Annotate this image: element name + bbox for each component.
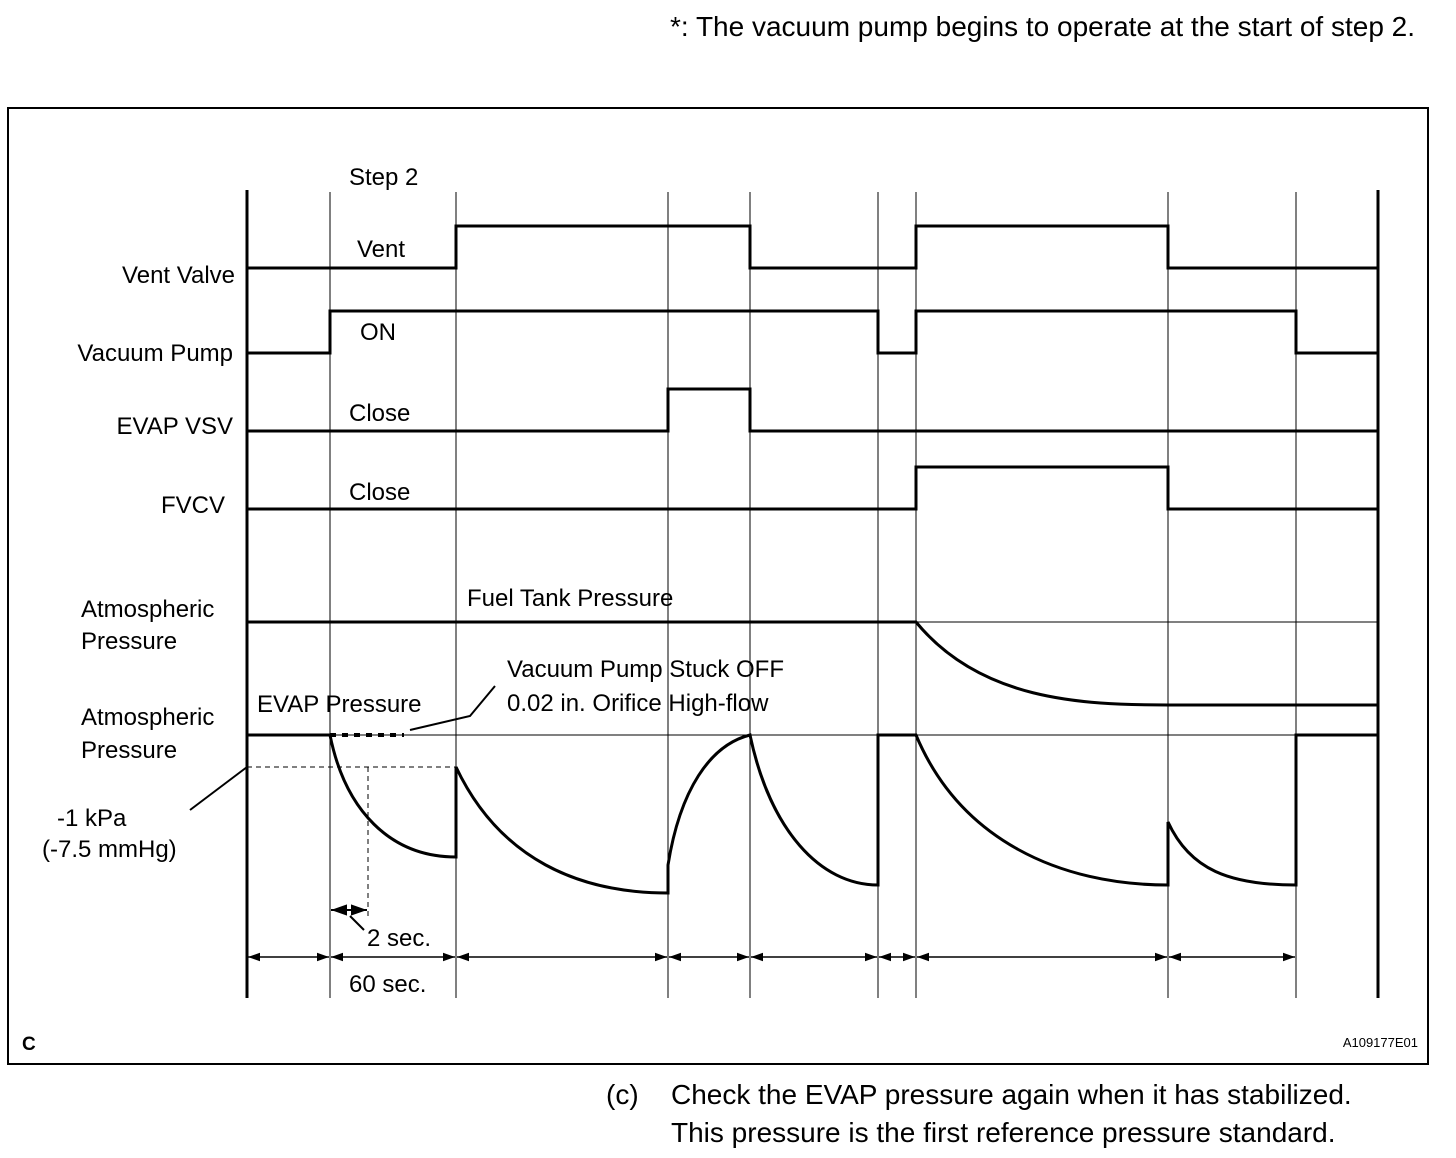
atmospheric-pressure-label-2b: Pressure <box>81 737 177 764</box>
on-annotation: ON <box>360 319 396 346</box>
vent-valve-signal <box>247 224 1378 270</box>
corner-label: C <box>22 1034 36 1055</box>
evap-vsv-label: EVAP VSV <box>116 413 233 440</box>
stuck-off-label-line2: 0.02 in. Orifice High-flow <box>507 690 769 717</box>
evap-pressure-label: EVAP Pressure <box>257 691 422 718</box>
sixty-sec-label: 60 sec. <box>349 971 426 998</box>
vacuum-pump-signal <box>247 309 1378 355</box>
fuel-tank-pressure-curve <box>247 620 1378 707</box>
fuel-tank-pressure-label: Fuel Tank Pressure <box>467 585 673 612</box>
fvcv-label: FVCV <box>161 492 225 519</box>
vent-annotation: Vent <box>357 236 405 263</box>
two-sec-label: 2 sec. <box>367 925 431 952</box>
atmospheric-pressure-label-1a: Atmospheric <box>81 596 214 623</box>
kpa-leader-line <box>189 766 248 811</box>
vsv-close-annotation: Close <box>349 400 410 427</box>
evap-pressure-curve <box>247 733 1378 895</box>
atmospheric-pressure-label-2a: Atmospheric <box>81 704 214 731</box>
instruction-line-2: This pressure is the first reference pre… <box>671 1117 1336 1148</box>
step-label: (c) <box>606 1079 639 1110</box>
atmospheric-pressure-label-1b: Pressure <box>81 628 177 655</box>
stuck-off-leader-line <box>409 685 496 731</box>
vent-valve-label: Vent Valve <box>122 262 235 289</box>
two-sec-label-leader <box>349 915 365 931</box>
vacuum-pump-label: Vacuum Pump <box>77 340 233 367</box>
note-text: *: The vacuum pump begins to operate at … <box>670 11 1416 42</box>
fvcv-close-annotation: Close <box>349 479 410 506</box>
figure-id: A109177E01 <box>1343 1035 1418 1050</box>
time-axis-borders <box>245 190 1380 998</box>
evap-vsv-signal <box>247 387 1378 433</box>
mmhg-label: (-7.5 mmHg) <box>42 836 177 863</box>
fvcv-signal <box>247 465 1378 511</box>
kpa-label: -1 kPa <box>57 805 127 832</box>
stuck-off-label-line1: Vacuum Pump Stuck OFF <box>507 656 784 683</box>
step-2-label: Step 2 <box>349 164 418 191</box>
instruction-line-1: Check the EVAP pressure again when it ha… <box>671 1079 1352 1110</box>
diagram-frame <box>7 107 1429 1065</box>
